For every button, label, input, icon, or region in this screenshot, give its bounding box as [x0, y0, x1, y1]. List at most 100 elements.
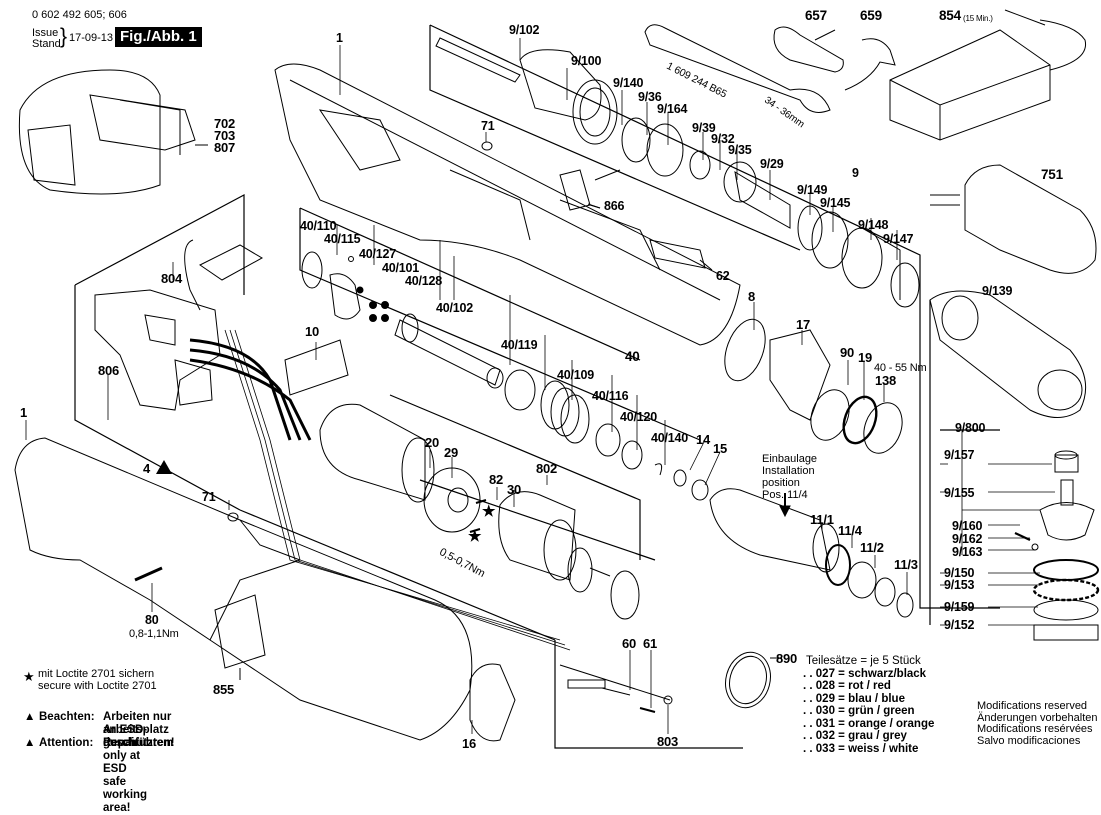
callout-702: 702: [214, 116, 236, 131]
parts-sets-list: . . 027 = schwarz/black. . 028 = rot / r…: [803, 668, 934, 756]
callout-9-145: 9/145: [820, 196, 851, 210]
front-rings-drawing: [724, 318, 903, 454]
label-855-drawing: [214, 594, 266, 680]
callout-15: 15: [713, 441, 728, 456]
callout-11-4: 11/4: [838, 523, 862, 538]
callout-657: 657: [805, 8, 827, 23]
loctite-line-2: secure with Loctite 2701: [38, 680, 157, 692]
callout-854: 854: [939, 8, 961, 23]
callout-9-150: 9/150: [944, 566, 975, 580]
callout-9-100: 9/100: [571, 54, 602, 68]
callout-9-160: 9/160: [952, 519, 983, 533]
callout-30: 30: [507, 482, 522, 497]
callout-90: 90: [840, 345, 855, 360]
figure-label: Fig./Abb. 1: [115, 27, 202, 47]
callout-40-116: 40/116: [592, 389, 629, 403]
callout-40-115: 40/115: [324, 232, 361, 246]
callout-40-120: 40/120: [620, 410, 658, 424]
installation-line-2: Installation: [762, 465, 815, 477]
callout-40-110: 40/110: [300, 219, 337, 233]
callout-9-29: 9/29: [760, 157, 784, 171]
callout-82: 82: [489, 472, 504, 487]
warning-triangle-icon: ▲: [24, 711, 36, 723]
parts-set-color: schwarz/black: [848, 667, 927, 680]
parts-sets-title: Teilesätze = je 5 Stück: [806, 655, 921, 667]
installation-line-4: Pos. 11/4: [762, 489, 808, 501]
angle-head-cover-751-drawing: [930, 164, 1097, 274]
callout-9-102: 9/102: [509, 23, 540, 37]
leader-lines: [25, 38, 1055, 734]
parts-set-item: . . 031 = orange / orange: [803, 718, 934, 731]
callout-29: 29: [444, 445, 459, 460]
parts-sets-legend: Teilesätze = je 5 Stück . . 027 = schwar…: [803, 655, 934, 756]
switch-rod-60-61-803-drawing: [559, 664, 673, 713]
callout-855: 855: [213, 682, 235, 697]
callout-807: 807: [214, 140, 236, 155]
issue-date: 17-09-13: [69, 32, 114, 44]
cover-plate-866-drawing: [559, 169, 713, 271]
callout-9-162: 9/162: [952, 532, 983, 546]
modification-line: Modifications resérvées: [977, 723, 1093, 735]
parts-set-color: grau / grey: [848, 730, 907, 742]
parts-set-item: . . 029 = blau / blue: [803, 693, 934, 706]
esd-en-text: Repair only at ESD safe working area!: [103, 737, 148, 814]
callout-806: 806: [98, 363, 120, 378]
callout-9-163: 9/163: [952, 545, 983, 559]
circuit-board-804-drawing: [184, 239, 264, 311]
callout-61: 61: [643, 636, 658, 651]
esd-de-line-1: Arbeiten nur an ESD-geschütztem: [103, 711, 174, 749]
callout-9: 9: [852, 166, 859, 180]
wiring-harness-drawing: [189, 329, 571, 651]
callout-866: 866: [604, 199, 625, 213]
callout-9-157: 9/157: [944, 448, 975, 462]
callout-40-128: 40/128: [405, 274, 443, 288]
parts-set-color: grün / green: [848, 705, 915, 717]
callout-9-800: 9/800: [955, 421, 986, 435]
callout-8: 8: [748, 289, 756, 304]
loctite-star-82b: ★: [468, 528, 482, 545]
modification-line: Modifications reserved: [977, 700, 1088, 712]
parts-set-color: rot / red: [848, 680, 891, 692]
stand-label: Stand: [32, 38, 61, 50]
battery-pack-drawing: [18, 69, 208, 195]
esd-en-label: Attention:: [39, 737, 94, 749]
parts-set-code: . . 028 =: [803, 680, 845, 692]
parts-set-color: orange / orange: [848, 717, 935, 730]
callout-40: 40: [625, 349, 640, 364]
callout-40-101: 40/101: [382, 261, 420, 275]
parts-set-item: . . 030 = grün / green: [803, 705, 934, 718]
warning-triangle-icon: ▲: [24, 737, 36, 749]
callout-9-39: 9/39: [692, 121, 716, 135]
callout-20: 20: [425, 435, 440, 450]
spring-14-15-drawing: [673, 469, 709, 501]
parts-set-item: . . 028 = rot / red: [803, 680, 934, 693]
callout-9-164: 9/164: [657, 102, 688, 116]
callout-60: 60: [622, 636, 637, 651]
callout-9-152: 9/152: [944, 618, 975, 632]
esd-de-label: Beachten:: [39, 711, 95, 723]
installation-note: Einbaulage Installation position Pos. 11…: [762, 453, 817, 501]
callout-659: 659: [860, 8, 882, 23]
torque-80: 0,8-1,1Nm: [129, 628, 179, 640]
parts-set-color: weiss / white: [848, 742, 919, 755]
callout-40-119: 40/119: [501, 338, 538, 352]
callout-9-35: 9/35: [728, 143, 752, 157]
callout-9-149: 9/149: [797, 183, 828, 197]
parts-set-code: . . 032 =: [803, 730, 845, 742]
clip-659-drawing: [844, 38, 896, 91]
callout-40-127: 40/127: [359, 247, 397, 261]
parts-set-item: . . 027 = schwarz/black: [803, 668, 934, 681]
callout-9-32: 9/32: [711, 132, 735, 146]
callout-890: 890: [776, 651, 798, 666]
torque-138: 40 - 55 Nm: [874, 362, 927, 374]
callout-703: 703: [214, 128, 236, 143]
callout-80: 80: [145, 613, 159, 627]
callout-138: 138: [875, 373, 897, 388]
switch-806-drawing: [94, 289, 221, 411]
callout-40-109: 40/109: [557, 368, 595, 382]
callout-9-159: 9/159: [944, 600, 975, 614]
callout-9-153: 9/153: [944, 578, 975, 592]
wrench-drawing: [644, 24, 831, 113]
cap-16-drawing: [469, 663, 516, 742]
